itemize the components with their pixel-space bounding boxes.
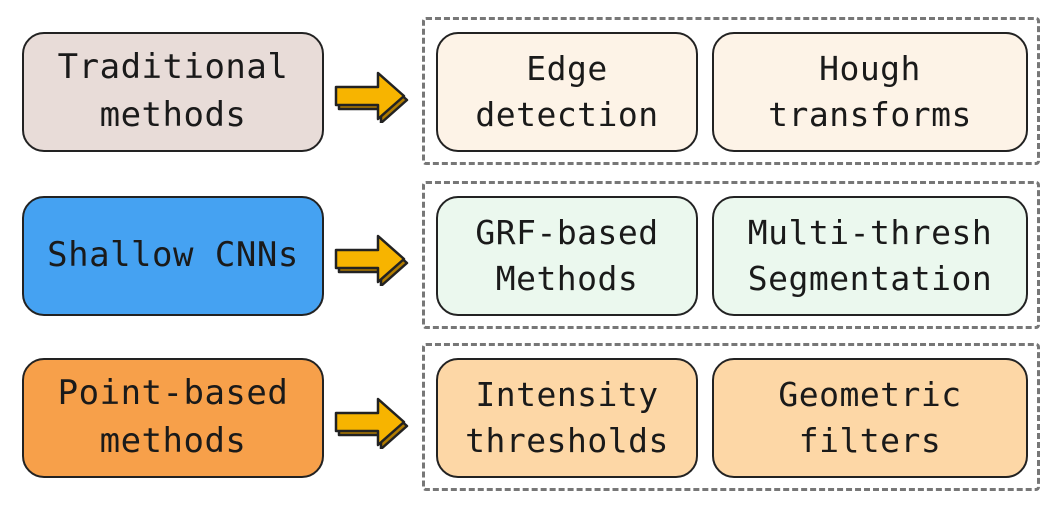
arrow-right-icon bbox=[334, 397, 409, 449]
traditional-methods-box: Traditional methods bbox=[22, 32, 324, 152]
point-based-methods-group bbox=[422, 343, 1040, 491]
arrow-right-icon bbox=[334, 71, 409, 123]
arrow-right-icon bbox=[334, 234, 409, 286]
hough-transforms-box: Hough transforms bbox=[712, 32, 1028, 152]
shallow-cnns-group bbox=[422, 181, 1040, 329]
intensity-thresholds-box: Intensity thresholds bbox=[436, 358, 698, 478]
geometric-filters-box: Geometric filters bbox=[712, 358, 1028, 478]
edge-detection-box: Edge detection bbox=[436, 32, 698, 152]
grf-based-methods-box: GRF-based Methods bbox=[436, 196, 698, 316]
multi-thresh-segmentation-box: Multi-thresh Segmentation bbox=[712, 196, 1028, 316]
shallow-cnns-box: Shallow CNNs bbox=[22, 196, 324, 316]
point-based-methods-box: Point-based methods bbox=[22, 358, 324, 478]
traditional-methods-group bbox=[422, 17, 1040, 165]
